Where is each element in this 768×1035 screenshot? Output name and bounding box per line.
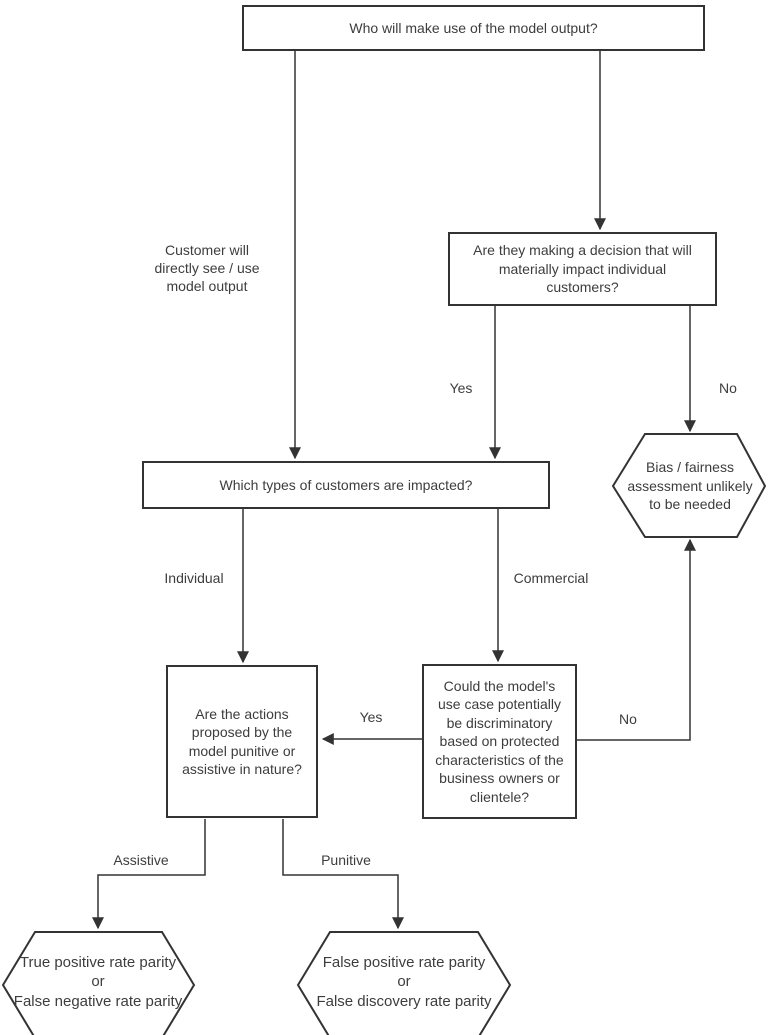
hexagon-true-positive-parity: [1, 931, 196, 1035]
hexagon-label-false-positive-parity: False positive rate parity or False disc…: [316, 953, 492, 1010]
edge-label-commercial: Commercial: [513, 570, 589, 586]
edge-label-assistive: Assistive: [113, 852, 169, 868]
hexagon-false-positive-parity: [296, 931, 512, 1035]
hexagon-label-true-positive-parity: True positive rate parity or False negat…: [13, 953, 183, 1010]
edge-label-individual: Individual: [164, 570, 224, 586]
edge-label-decision-no: No: [719, 380, 737, 396]
edge-label-discriminatory-yes: Yes: [359, 709, 383, 725]
hexagon-label-bias-unlikely: Bias / fairness assessment unlikely to b…: [627, 459, 753, 513]
node-materially-impact: Are they making a decision that will mat…: [448, 232, 717, 306]
node-discriminatory-use-case: Could the model's use case potentially b…: [422, 664, 577, 819]
node-which-customer-types: Which types of customers are impacted?: [142, 461, 550, 509]
edge-label-customer-direct: Customer will directly see / use model o…: [154, 242, 260, 295]
hexagon-bias-unlikely: [611, 433, 767, 538]
arrow-discriminatory-no: [577, 538, 696, 741]
node-who-will-use-output: Who will make use of the model output?: [242, 5, 705, 51]
arrow-punitive: [282, 819, 404, 930]
node-actions-punitive-or-assistive: Are the actions proposed by the model pu…: [166, 665, 318, 818]
arrow-assistive: [92, 819, 206, 930]
edge-label-decision-yes: Yes: [449, 380, 473, 396]
edge-label-discriminatory-no: No: [619, 711, 637, 727]
edge-label-punitive: Punitive: [321, 852, 371, 868]
